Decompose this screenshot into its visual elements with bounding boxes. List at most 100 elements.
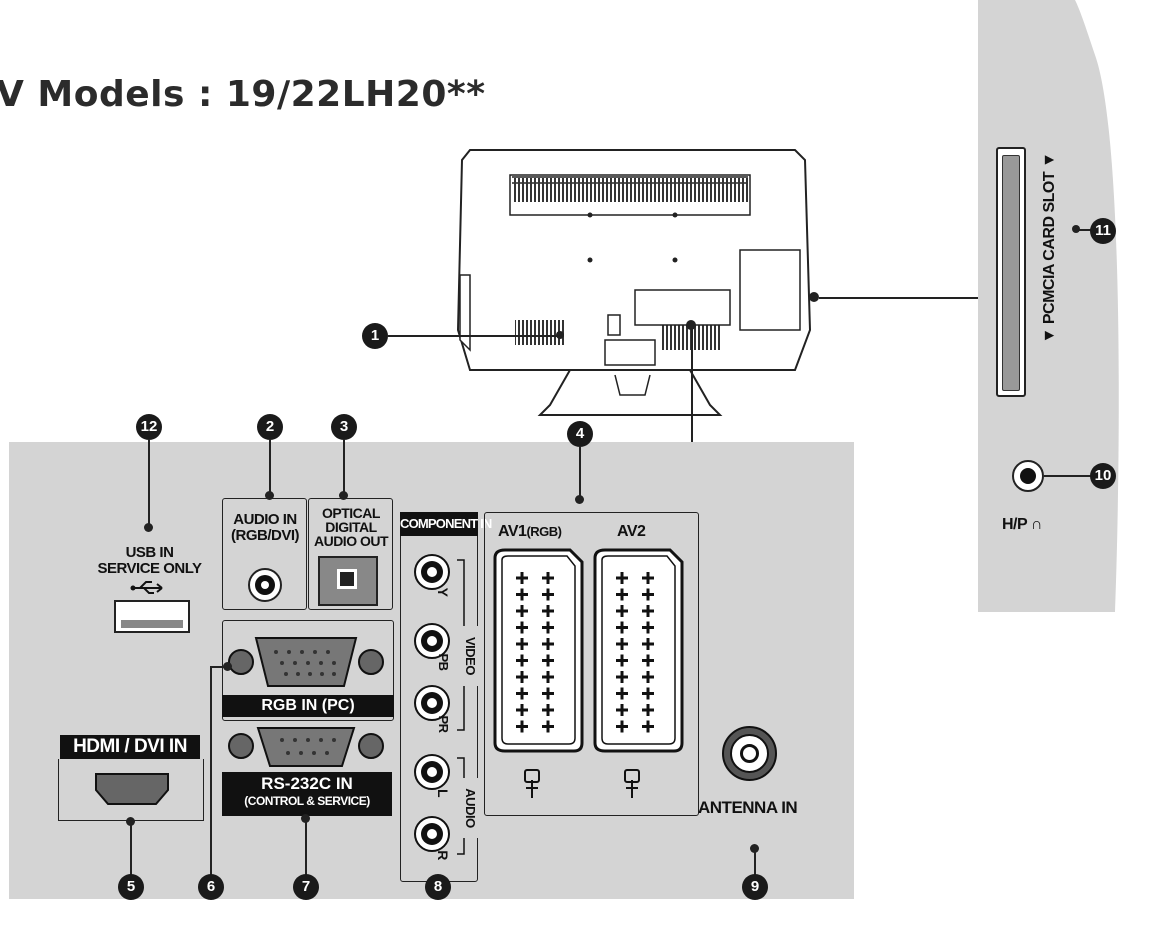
tv-jack-pointer bbox=[691, 325, 693, 443]
tv-jack-dot bbox=[686, 320, 696, 330]
component-label: COMPONENT IN bbox=[400, 512, 492, 536]
scart-pin bbox=[642, 687, 654, 700]
callout-1-dot bbox=[556, 331, 564, 339]
callout-10: 10 bbox=[1090, 463, 1116, 489]
callout-11-dot bbox=[1072, 225, 1080, 233]
scart-pin bbox=[542, 654, 554, 667]
scart-pin bbox=[616, 704, 628, 716]
callout-5: 5 bbox=[118, 874, 144, 900]
scart-pin bbox=[616, 671, 628, 683]
scart-pin bbox=[542, 621, 554, 634]
scart-ports[interactable] bbox=[490, 548, 690, 808]
scart-pin bbox=[516, 621, 528, 634]
callout-6: 6 bbox=[198, 874, 224, 900]
scart-pin bbox=[616, 572, 628, 584]
scart-pin bbox=[516, 704, 528, 716]
pcmcia-slot[interactable] bbox=[996, 147, 1026, 397]
scart-pin bbox=[516, 605, 528, 617]
callout-9-dot bbox=[750, 844, 759, 853]
rs232-port[interactable] bbox=[226, 722, 386, 772]
page-title: V Models : 19/22LH20** bbox=[0, 74, 486, 115]
tv-side-dot bbox=[809, 292, 819, 302]
headphone-icon: ∩ bbox=[1030, 516, 1043, 533]
headphone-jack[interactable] bbox=[1012, 460, 1044, 492]
rgb-in-port[interactable] bbox=[226, 630, 386, 695]
usb-label: USB IN SERVICE ONLY bbox=[97, 544, 202, 577]
scart-pin bbox=[516, 572, 528, 584]
scart-pin bbox=[542, 638, 554, 650]
callout-8: 8 bbox=[425, 874, 451, 900]
callout-5-dot bbox=[126, 817, 135, 826]
comp-pb: PB bbox=[436, 653, 451, 671]
hdmi-port[interactable] bbox=[94, 772, 170, 806]
usb-port[interactable] bbox=[114, 600, 190, 633]
scart-pin bbox=[516, 588, 528, 601]
callout-7: 7 bbox=[293, 874, 319, 900]
scart-pin bbox=[516, 720, 528, 733]
scart-pin bbox=[642, 671, 654, 683]
component-jacks[interactable] bbox=[402, 538, 476, 878]
comp-video: VIDEO bbox=[462, 626, 478, 686]
usb-icon bbox=[130, 581, 163, 594]
antenna-port[interactable] bbox=[722, 726, 777, 781]
callout-4: 4 bbox=[567, 421, 593, 447]
antenna-label: ANTENNA IN bbox=[698, 798, 798, 817]
callout-12-line bbox=[148, 440, 150, 528]
scart-pin bbox=[642, 621, 654, 634]
callout-9-line bbox=[754, 850, 756, 876]
hp-label: H/P ∩ bbox=[1002, 516, 1043, 533]
callout-6-line bbox=[210, 666, 212, 876]
scart-pin bbox=[516, 638, 528, 650]
callout-6-dot bbox=[223, 662, 232, 671]
scart-pin bbox=[642, 654, 654, 667]
callout-12: 12 bbox=[136, 414, 162, 440]
callout-2-dot bbox=[265, 491, 274, 500]
callout-11-line bbox=[1075, 229, 1095, 231]
comp-r: R bbox=[435, 850, 451, 860]
callout-12-dot bbox=[144, 523, 153, 532]
scart-pin bbox=[542, 588, 554, 601]
audio-in-frame bbox=[222, 498, 307, 610]
rgb-in-frame bbox=[222, 620, 394, 721]
scart-pin bbox=[616, 654, 628, 667]
rs232-label: RS-232C IN bbox=[261, 774, 353, 793]
tv-rear-illustration bbox=[456, 149, 812, 416]
scart-pin bbox=[516, 671, 528, 683]
callout-1-line bbox=[388, 335, 560, 337]
rgb-in-label: RGB IN (PC) bbox=[222, 695, 394, 717]
scart-pin bbox=[642, 572, 654, 584]
optical-port[interactable] bbox=[318, 556, 378, 606]
scart-pin bbox=[616, 720, 628, 733]
callout-2: 2 bbox=[257, 414, 283, 440]
rs232-label-block: RS-232C IN (CONTROL & SERVICE) bbox=[222, 772, 392, 816]
audio-in-label: AUDIO IN (RGB/DVI) bbox=[231, 511, 300, 544]
scart-pin bbox=[642, 605, 654, 617]
scart-pin bbox=[542, 704, 554, 716]
callout-4-dot bbox=[575, 495, 584, 504]
optical-label: OPTICAL DIGITAL AUDIO OUT bbox=[313, 505, 389, 549]
scart-pin bbox=[516, 687, 528, 700]
callout-3: 3 bbox=[331, 414, 357, 440]
av2-label: AV2 bbox=[617, 523, 646, 540]
callout-4-line bbox=[579, 447, 581, 499]
av2-scart bbox=[593, 548, 684, 753]
scart-pin bbox=[642, 588, 654, 601]
comp-audio: AUDIO bbox=[462, 778, 478, 838]
scart-pin bbox=[542, 572, 554, 584]
scart-pin bbox=[616, 588, 628, 601]
av1-label: AV1(RGB) bbox=[498, 523, 562, 540]
hdmi-label: HDMI / DVI IN bbox=[60, 735, 200, 759]
callout-9: 9 bbox=[742, 874, 768, 900]
callout-5-line bbox=[130, 822, 132, 876]
audio-in-jack[interactable] bbox=[248, 568, 282, 602]
scart-pin bbox=[542, 720, 554, 733]
scart-pin bbox=[616, 687, 628, 700]
callout-7-line bbox=[305, 820, 307, 876]
av1-scart bbox=[493, 548, 584, 753]
tv-side-line bbox=[819, 297, 979, 299]
scart-pin bbox=[642, 704, 654, 716]
scart-pin bbox=[542, 605, 554, 617]
callout-3-line bbox=[343, 440, 345, 495]
callout-2-line bbox=[269, 440, 271, 495]
scart-pin bbox=[616, 621, 628, 634]
